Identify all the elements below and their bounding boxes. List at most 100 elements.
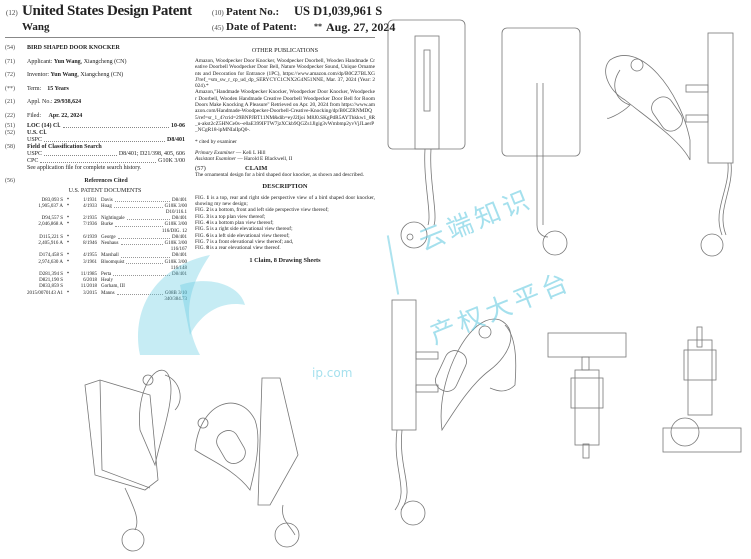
reference-num: D281,394 S: [39, 271, 63, 277]
search-note: See application file for complete search…: [27, 164, 142, 171]
cpc-label: CPC: [27, 157, 39, 164]
code-12: (12): [6, 9, 18, 17]
reference-date: 11/2018: [80, 284, 97, 290]
reference-num: D174,458 S: [39, 253, 63, 259]
patent-title: BIRD SHAPED DOOR KNOCKER: [27, 45, 120, 51]
field-code: (**): [5, 85, 15, 92]
reference-star: *: [66, 222, 70, 228]
search-label: Field of Classification Search: [27, 143, 102, 150]
field-code: (22): [5, 112, 15, 119]
figure-text: is a rear elevational view thereof.: [208, 245, 281, 252]
reference-cls: G10K 3/00: [164, 222, 187, 228]
figure-pre: FIG.: [195, 245, 207, 252]
leader-dots: [120, 241, 163, 246]
reference-num: 2015/0070143 A1: [27, 290, 63, 296]
field-code: (71): [5, 58, 15, 65]
reference-name: Nightingale: [101, 216, 125, 222]
reference-star: *: [66, 234, 70, 240]
bibliographic-fields: (54)BIRD SHAPED DOOR KNOCKER (71)Applica…: [5, 45, 190, 303]
reference-row-continued: 116/148: [5, 266, 187, 272]
reference-name: Gorham, III: [101, 284, 125, 290]
figure-pre: FIG.: [195, 194, 207, 201]
date-mark: **: [314, 22, 322, 31]
figure-perspective-1: [84, 369, 181, 552]
figure-num: 2: [206, 207, 209, 214]
term-label: Term:: [27, 85, 42, 92]
primary-examiner-label: Primary Examiner: [195, 149, 235, 156]
term-value: 15 Years: [47, 85, 69, 92]
field-code: (54): [5, 45, 15, 51]
figure-text: is a left side elevational view thereof;: [208, 232, 290, 239]
field-code: (21): [5, 99, 15, 105]
claim-code: (57): [195, 165, 206, 173]
leader-dots: [126, 260, 163, 264]
figure-bottom-view: [501, 27, 581, 256]
filed-label: Filed:: [27, 112, 42, 119]
figure-num: 3: [206, 213, 209, 220]
field-code: (52): [5, 129, 15, 136]
patent-date: Aug. 27, 2024: [326, 20, 396, 34]
reference-date: 1/1931: [83, 197, 97, 203]
reference-num: D94,557 S: [41, 216, 63, 222]
description-item: FIG. 3 is a top plan view thereof;: [195, 214, 375, 220]
reference-cls2: 116/148: [170, 265, 187, 271]
reference-date: 4/1955: [83, 253, 97, 259]
reference-name: Davis: [101, 197, 113, 203]
leader-dots: [113, 272, 170, 277]
reference-date: 3/1961: [83, 259, 97, 265]
reference-num: D115,221 S: [39, 234, 63, 240]
references-title: References Cited: [84, 177, 128, 184]
figure-text: is a top plan view thereof;: [208, 213, 266, 220]
reference-row-continued: D10/116.1: [5, 210, 187, 216]
reference-star: *: [66, 197, 70, 203]
search-uspc-value: D8/401; D21/398, 405, 606: [118, 150, 185, 157]
publication-2: Amazon,"Handmade Woodpecker Knocker, Woo…: [195, 89, 375, 134]
reference-cls2: D10/116.1: [165, 209, 187, 215]
figure-num: 5: [206, 226, 209, 233]
cited-note: * cited by examiner: [195, 138, 237, 145]
reference-num: 2,405,916 A: [38, 240, 63, 246]
reference-num: D821,190 S: [39, 278, 63, 284]
figure-text: is a bottom, front and left side perspec…: [208, 207, 329, 214]
patent-no-label: Patent No.:: [226, 6, 280, 18]
claims-sheets-summary: 1 Claim, 8 Drawing Sheets: [249, 257, 321, 265]
reference-num: 2,046,868 A: [38, 222, 63, 228]
search-uspc-label: USPC: [27, 150, 43, 157]
reference-name: Hoag: [101, 203, 112, 209]
reference-cls: G10K 3/00: [164, 240, 187, 246]
filed-value: Apr. 22, 2024: [48, 112, 83, 119]
us-cl-label: U.S. Cl.: [27, 129, 47, 136]
figure-pre: FIG.: [195, 226, 207, 233]
figure-pre: FIG.: [195, 219, 207, 226]
reference-star: *: [66, 216, 70, 222]
reference-date: 2/1935: [83, 216, 97, 222]
inventor-value: Yun Wang: [50, 72, 78, 78]
figure-pre: FIG.: [195, 213, 207, 220]
references-subtitle: U.S. PATENT DOCUMENTS: [68, 187, 142, 194]
reference-num: 2,974,630 A: [38, 259, 63, 265]
reference-cls: D8/401: [172, 234, 187, 240]
inventor-name: Wang: [22, 21, 50, 33]
figure-top-view: [387, 19, 466, 249]
figure-front-view: [547, 332, 627, 459]
figure-rear-view: [662, 326, 742, 453]
description-item: FIG. 4 is a bottom plan view thereof;: [195, 220, 375, 226]
figure-num: 6: [206, 232, 209, 239]
reference-cls2: 116/DIG. 12: [161, 228, 187, 234]
reference-star: *: [66, 271, 70, 277]
middle-column: OTHER PUBLICATIONS Amazon, Woodpecker Do…: [195, 47, 375, 264]
description-title: DESCRIPTION: [262, 182, 308, 190]
figure-pre: FIG.: [195, 207, 207, 214]
figure-num: 1: [206, 194, 210, 201]
loc-value: 10-06: [171, 122, 185, 129]
document-title: United States Design Patent: [22, 3, 192, 19]
